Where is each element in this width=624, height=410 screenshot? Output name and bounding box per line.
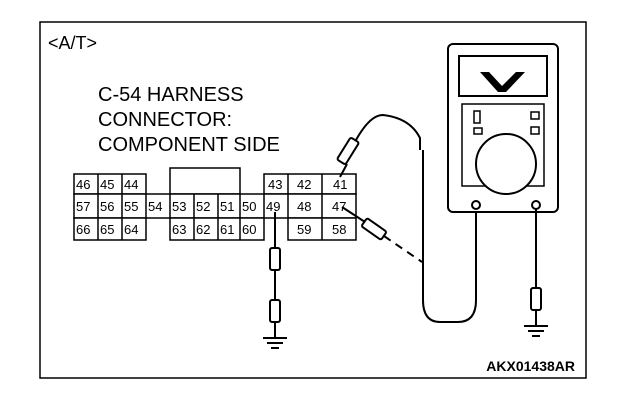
connector-label-line-2: CONNECTOR:: [98, 109, 232, 131]
pin-49: 49: [266, 199, 280, 214]
diagram-title: <A/T>: [48, 33, 97, 53]
pin-44: 44: [124, 177, 138, 192]
connector-label-line-3: COMPONENT SIDE: [98, 134, 280, 156]
pin-60: 60: [242, 222, 256, 237]
c-54-connector: [73, 167, 357, 241]
pin-53: 53: [172, 199, 186, 214]
probe-pin-41: [336, 113, 421, 178]
pin-59: 59: [297, 222, 311, 237]
ground-probe: [263, 212, 287, 349]
pin-51: 51: [220, 199, 234, 214]
multimeter: [447, 43, 559, 213]
pin-45: 45: [100, 177, 114, 192]
meter-terminal-negative: [471, 200, 481, 210]
voltage-icon: [480, 72, 525, 92]
pin-57: 57: [76, 199, 90, 214]
ground-icon: [263, 337, 287, 349]
pin-58: 58: [332, 222, 346, 237]
pin-61: 61: [220, 222, 234, 237]
pin-48: 48: [297, 199, 311, 214]
diagram-code: AKX01438AR: [486, 358, 575, 374]
pin-50: 50: [242, 199, 256, 214]
pin-64: 64: [124, 222, 138, 237]
pin-46: 46: [76, 177, 90, 192]
pin-66: 66: [76, 222, 90, 237]
ground-icon: [524, 325, 548, 337]
pin-43: 43: [268, 177, 282, 192]
meter-dial: [475, 133, 537, 195]
pin-63: 63: [172, 222, 186, 237]
pin-42: 42: [297, 177, 311, 192]
pin-41: 41: [333, 177, 347, 192]
pin-labels: 46 45 44 43 42 41 57 56 55 54 53 52 51 5…: [76, 177, 347, 237]
connector-label-line-1: C-54 HARNESS: [98, 84, 244, 106]
pin-52: 52: [196, 199, 210, 214]
pin-55: 55: [124, 199, 138, 214]
meter-lead-negative: [422, 150, 477, 323]
pin-62: 62: [196, 222, 210, 237]
pin-65: 65: [100, 222, 114, 237]
probe-pin-47: [341, 206, 423, 263]
meter-ground-lead: [524, 209, 548, 337]
meter-terminal-positive: [531, 200, 541, 210]
pin-56: 56: [100, 199, 114, 214]
pin-47: 47: [332, 199, 346, 214]
pin-54: 54: [148, 199, 162, 214]
